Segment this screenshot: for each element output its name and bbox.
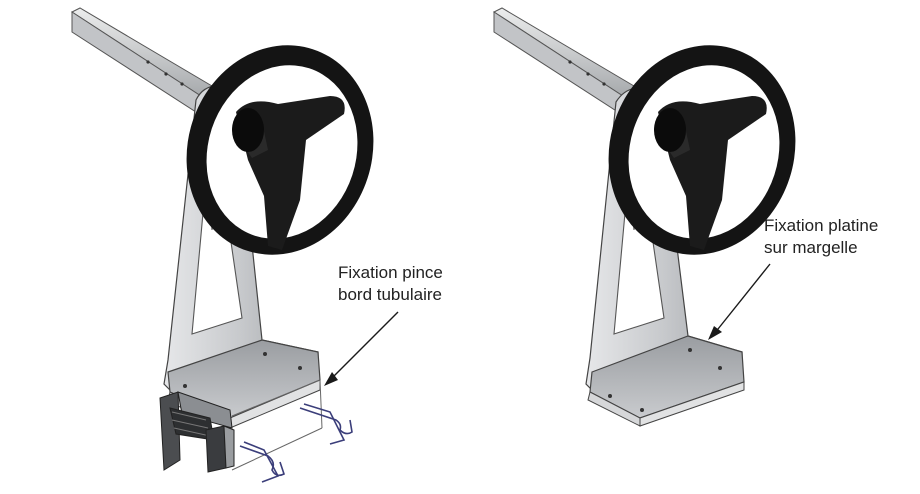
left-callout-arrow (324, 311, 399, 386)
left-clamp (159, 379, 323, 473)
right-steering-wheel (608, 45, 796, 255)
left-caption-line-2: bord tubulaire (338, 285, 442, 304)
right-caption-line-1: Fixation platine (764, 216, 879, 235)
left-tube (70, 7, 213, 113)
left-assembly (70, 7, 374, 483)
right-caption: Fixation platine sur margelle (764, 215, 904, 259)
right-caption-line-2: sur margelle (764, 238, 858, 257)
right-assembly (492, 7, 796, 427)
right-callout-arrow (708, 263, 771, 340)
right-tube (492, 7, 635, 113)
right-base-plate (587, 335, 745, 427)
left-clip-pins (239, 403, 353, 483)
left-caption: Fixation pince bord tubulaire (338, 262, 478, 306)
left-caption-line-1: Fixation pince (338, 263, 443, 282)
left-steering-wheel (186, 45, 374, 255)
